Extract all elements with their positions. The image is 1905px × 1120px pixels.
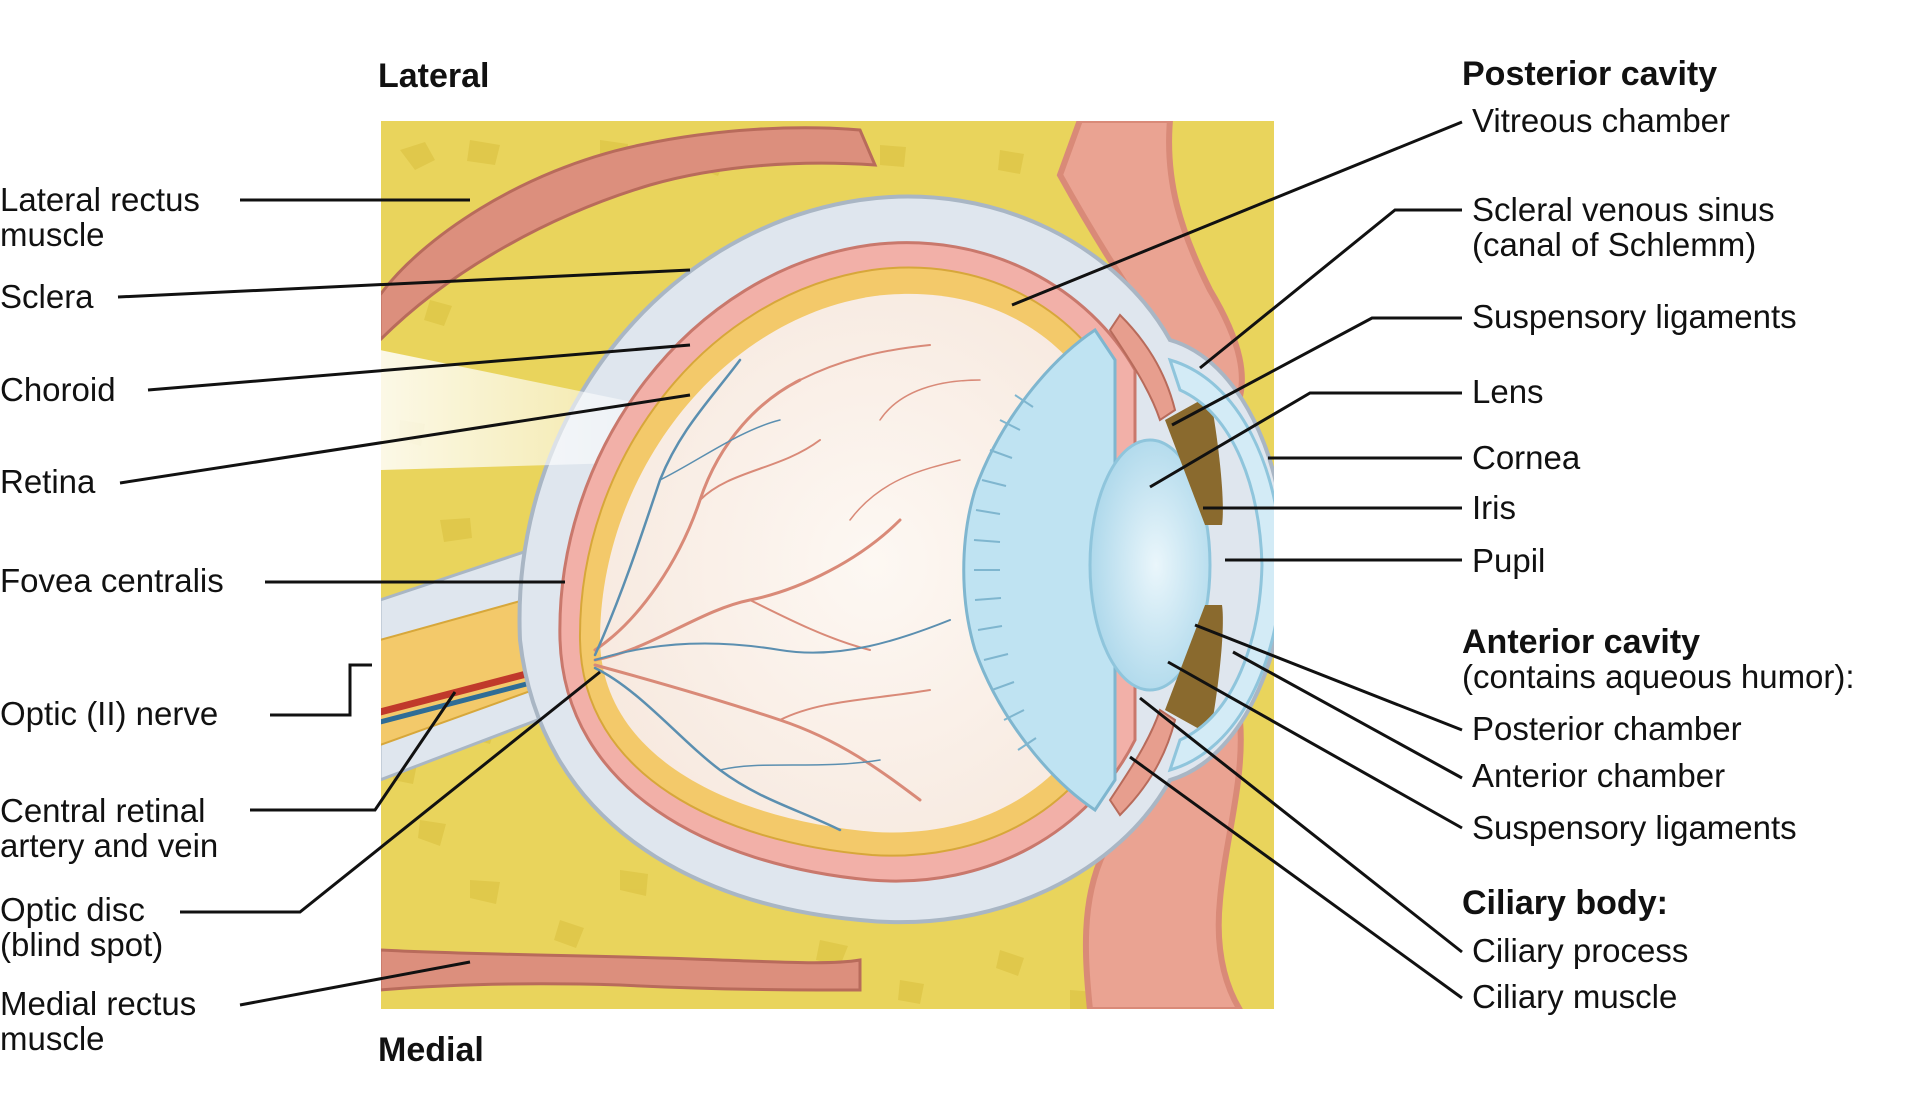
label-lateral-rectus-line2: muscle	[0, 216, 105, 253]
leader-ciliary-process	[1139, 696, 1463, 954]
vitreous-body	[600, 293, 1098, 833]
label-ciliary-muscle: Ciliary muscle	[1472, 978, 1678, 1015]
label-ciliary-process: Ciliary process	[1472, 932, 1689, 969]
label-optic-nerve: Optic (II) nerve	[0, 695, 219, 732]
label-pupil: Pupil	[1472, 542, 1546, 579]
leader-sclera	[117, 268, 691, 299]
leader-choroid	[147, 343, 691, 392]
label-suspensory-ligaments-upper: Suspensory ligaments	[1472, 298, 1797, 335]
medial-rectus-muscle	[380, 948, 862, 992]
label-sclera: Sclera	[0, 278, 94, 315]
label-lens: Lens	[1472, 373, 1544, 410]
leader-lens	[1149, 391, 1462, 489]
leader-lines	[117, 120, 1463, 1007]
leader-posterior-chamber	[1194, 623, 1463, 732]
ciliary-zonule-fan	[962, 327, 1117, 813]
label-central-retinal-line1: Central retinal	[0, 792, 206, 829]
label-retina: Retina	[0, 463, 96, 500]
lateral-rectus-muscle	[380, 126, 878, 343]
label-cornea: Cornea	[1472, 439, 1581, 476]
leader-suspensory-upper	[1171, 316, 1462, 427]
iris-shape-lower	[1165, 605, 1223, 735]
leader-suspensory-lower	[1167, 660, 1463, 830]
label-posterior-chamber: Posterior chamber	[1472, 710, 1742, 747]
label-choroid: Choroid	[0, 371, 116, 408]
label-scleral-sinus-line2: (canal of Schlemm)	[1472, 226, 1757, 263]
medial-heading: Medial	[378, 1031, 484, 1069]
lateral-heading: Lateral	[378, 57, 490, 95]
label-medial-rectus-line2: muscle	[0, 1020, 105, 1057]
label-iris: Iris	[1472, 489, 1516, 526]
label-anterior-chamber: Anterior chamber	[1472, 757, 1726, 794]
label-vitreous-chamber: Vitreous chamber	[1472, 102, 1731, 139]
leader-medial-rectus	[239, 960, 471, 1007]
label-central-retinal-line2: artery and vein	[0, 827, 219, 864]
heading-posterior-cavity: Posterior cavity	[1462, 55, 1718, 93]
label-optic-disc-line1: Optic disc	[0, 891, 145, 928]
illustration-frame	[379, 119, 1276, 1011]
label-medial-rectus-line1: Medial rectus	[0, 985, 197, 1022]
label-suspensory-ligaments-lower: Suspensory ligaments	[1472, 809, 1797, 846]
label-optic-disc-line2: (blind spot)	[0, 926, 164, 963]
label-scleral-sinus-line1: Scleral venous sinus	[1472, 191, 1775, 228]
leader-optic-nerve	[270, 663, 372, 717]
leader-central-retinal	[250, 691, 457, 812]
leader-anterior-chamber	[1232, 650, 1463, 780]
leader-ciliary-muscle	[1129, 755, 1463, 1000]
ciliary-body-lower	[1108, 708, 1177, 817]
heading-ciliary-body: Ciliary body:	[1462, 884, 1668, 922]
ciliary-body-upper	[1108, 313, 1177, 422]
leader-optic-disc	[180, 670, 601, 914]
label-anterior-cavity-note: (contains aqueous humor):	[1462, 658, 1855, 695]
label-lateral-rectus-line1: Lateral rectus	[0, 181, 200, 218]
ciliary-folds	[973, 394, 1037, 751]
leader-scleral-sinus	[1199, 208, 1462, 370]
cornea-shape	[1167, 357, 1275, 773]
retinal-vessels	[593, 344, 981, 832]
leader-vitreous	[1011, 120, 1463, 307]
leader-retina	[119, 393, 691, 485]
heading-anterior-cavity: Anterior cavity	[1462, 623, 1701, 661]
lens-shape	[1088, 438, 1212, 692]
label-fovea-centralis: Fovea centralis	[0, 562, 224, 599]
